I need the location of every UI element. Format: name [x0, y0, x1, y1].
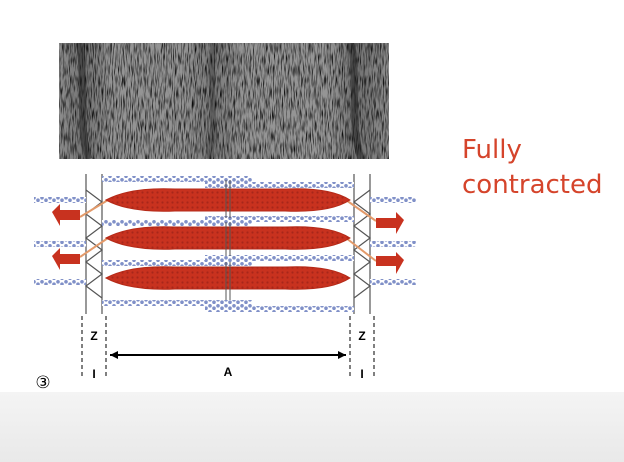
actin-filaments — [34, 176, 416, 312]
electron-micrograph — [59, 43, 389, 159]
a-band-label: A — [224, 365, 233, 379]
actin-filament-outer-left — [34, 241, 86, 247]
actin-filament-left — [102, 260, 252, 266]
band-brackets — [81, 316, 375, 376]
i-band-label-left: I — [92, 367, 95, 381]
m-line — [225, 180, 231, 300]
sarcomere-diagram: Z Z I I A ③ — [34, 174, 416, 390]
myosin-stubs — [52, 204, 404, 274]
z-label-right: Z — [358, 329, 365, 343]
panel-number: ③ — [35, 373, 50, 390]
actin-filament-outer-right — [370, 279, 416, 285]
actin-filament-outer-right — [370, 197, 416, 203]
footer-band — [0, 392, 624, 462]
z-disc-right — [353, 174, 371, 314]
actin-filament-outer-left — [34, 279, 86, 285]
caption-line-1: Fully — [462, 135, 522, 165]
actin-filament-right — [205, 182, 354, 188]
i-band-label-right: I — [360, 367, 363, 381]
actin-filament-outer-left — [34, 197, 86, 203]
actin-filament-right — [205, 255, 354, 261]
actin-filament-left — [102, 220, 252, 226]
myosin-filaments — [104, 180, 351, 300]
z-disc-dark-line — [347, 43, 365, 159]
z-disc-dark-line — [75, 43, 93, 159]
actin-filament-right — [205, 306, 354, 312]
actin-filament-left — [102, 176, 252, 182]
actin-filament-left — [102, 300, 252, 306]
micrograph-texture — [59, 43, 389, 159]
myosin-filament-3 — [104, 266, 351, 290]
myosin-filament-1 — [104, 188, 351, 212]
caption-line-2: contracted — [462, 170, 603, 200]
actin-filament-right — [205, 216, 354, 222]
m-line-dark-line — [206, 43, 217, 159]
actin-filament-outer-right — [370, 241, 416, 247]
titin-links — [79, 199, 377, 262]
z-label-left: Z — [90, 329, 97, 343]
myosin-filament-2 — [104, 226, 351, 250]
